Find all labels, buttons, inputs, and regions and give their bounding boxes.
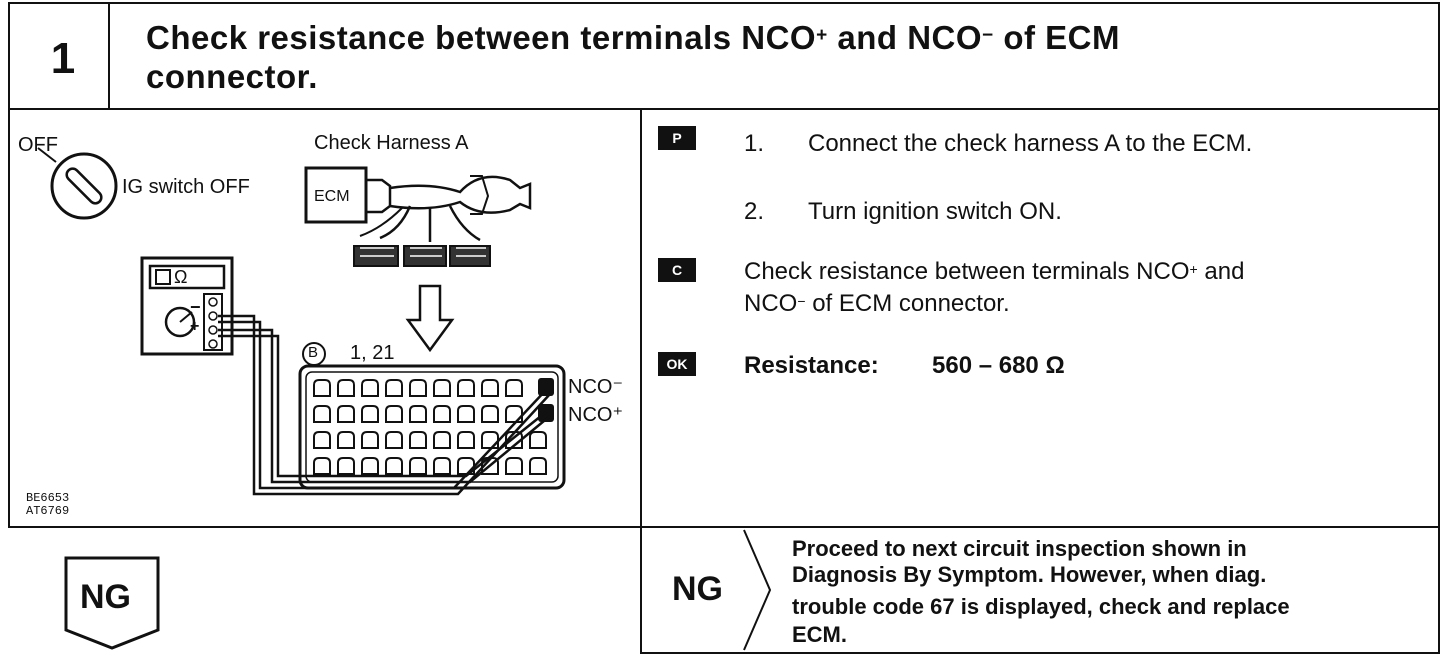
resistance-value: 560 – 680 Ω	[932, 352, 1065, 379]
ng-pennant-icon	[64, 556, 160, 650]
nco-plus-label: NCO⁺	[568, 404, 623, 426]
ng-text-line1: Proceed to next circuit inspection shown…	[792, 536, 1247, 561]
connector-pin	[409, 379, 427, 397]
connector-pin	[433, 379, 451, 397]
ng-right-label: NG	[672, 570, 723, 608]
connector-pin	[409, 405, 427, 423]
nco-minus-label: NCO⁻	[568, 376, 623, 398]
step1-text: Connect the check harness A to the ECM.	[808, 130, 1253, 157]
connector-pin	[505, 379, 523, 397]
connector-pin	[361, 405, 379, 423]
connector-pin	[481, 431, 499, 449]
connector-pin	[529, 431, 547, 449]
ecm-label: ECM	[314, 188, 350, 205]
connector-pin	[481, 457, 499, 475]
ng-text-line2: Diagnosis By Symptom. However, when diag…	[792, 562, 1267, 587]
ng-text-line3: trouble code 67 is displayed, check and …	[792, 594, 1290, 619]
connector-pin	[337, 431, 355, 449]
ng-left-badge: NG	[62, 552, 162, 652]
connector-pin	[409, 431, 427, 449]
connector-pin	[457, 379, 475, 397]
figure-code-1: BE6653	[26, 491, 70, 505]
connector-pin	[385, 457, 403, 475]
page-title: Check resistance between terminals NCO+ …	[146, 19, 1120, 95]
connector-pins-label: 1, 21	[350, 342, 395, 364]
connector-pin	[313, 431, 331, 449]
connector-pin	[361, 431, 379, 449]
connector-pin	[337, 379, 355, 397]
connector-pin	[313, 405, 331, 423]
connector-id: B	[308, 344, 319, 361]
connector-pin	[385, 379, 403, 397]
connector-pin	[457, 431, 475, 449]
connector-pin	[337, 405, 355, 423]
connector-b-badge	[302, 342, 326, 366]
connector-pin	[505, 405, 523, 423]
test-leads	[218, 314, 551, 496]
connector-pin	[457, 405, 475, 423]
connector-pin	[481, 405, 499, 423]
content-divider	[640, 108, 642, 654]
ig-switch-label: IG switch OFF	[122, 176, 250, 198]
illustration-area: OFF IG switch OFF Check Harness A ECM Ω …	[10, 110, 638, 526]
step2-number: 2.	[744, 198, 765, 225]
connector-pin	[529, 457, 547, 475]
connector-b	[298, 364, 566, 490]
ohmmeter-icon	[140, 256, 234, 356]
chevron-right-icon	[743, 529, 772, 651]
ng-right-box	[640, 526, 1440, 654]
c-tag: C	[658, 258, 696, 282]
ig-switch-icon	[37, 147, 118, 220]
connector-pin	[505, 457, 523, 475]
step2-text: Turn ignition switch ON.	[808, 198, 1062, 225]
connector-pin	[505, 431, 523, 449]
connector-pin	[361, 457, 379, 475]
connector-pin	[457, 457, 475, 475]
connector-pins	[313, 379, 547, 475]
header-divider	[108, 2, 110, 110]
resistance-label: Resistance:	[744, 352, 879, 379]
ok-tag: OK	[658, 352, 696, 376]
connector-pin	[433, 405, 451, 423]
ohm-symbol: Ω	[174, 267, 188, 287]
step1-number: 1.	[744, 130, 765, 157]
ng-right-chevron	[740, 528, 780, 652]
check-harness-label: Check Harness A	[314, 132, 469, 154]
connector-pin	[433, 457, 451, 475]
connector-pin	[337, 457, 355, 475]
check-instruction-line2: NCO− of ECM connector.	[744, 290, 1010, 317]
nco-minus-pin	[538, 378, 554, 396]
harness-connectors	[353, 245, 491, 267]
check-instruction-line1: Check resistance between terminals NCO+ …	[744, 258, 1245, 285]
connector-pin	[385, 405, 403, 423]
step-number: 1	[50, 34, 76, 83]
connector-pin	[313, 379, 331, 397]
meter-minus: −	[190, 297, 201, 317]
figure-code-2: AT6769	[26, 504, 70, 518]
circuit-illustration	[37, 147, 566, 496]
connector-pin	[481, 379, 499, 397]
ng-left-label: NG	[80, 578, 131, 616]
connector-pin	[409, 457, 427, 475]
connector-pin	[385, 431, 403, 449]
ecm-box	[304, 166, 532, 242]
meter-plus: +	[190, 318, 200, 335]
arrow-down-icon	[405, 284, 455, 353]
p-tag: P	[658, 126, 696, 150]
connector-pin	[433, 431, 451, 449]
connector-pin	[313, 457, 331, 475]
connector-pin	[361, 379, 379, 397]
ng-text-line4: ECM.	[792, 622, 847, 647]
off-label: OFF	[18, 134, 58, 156]
